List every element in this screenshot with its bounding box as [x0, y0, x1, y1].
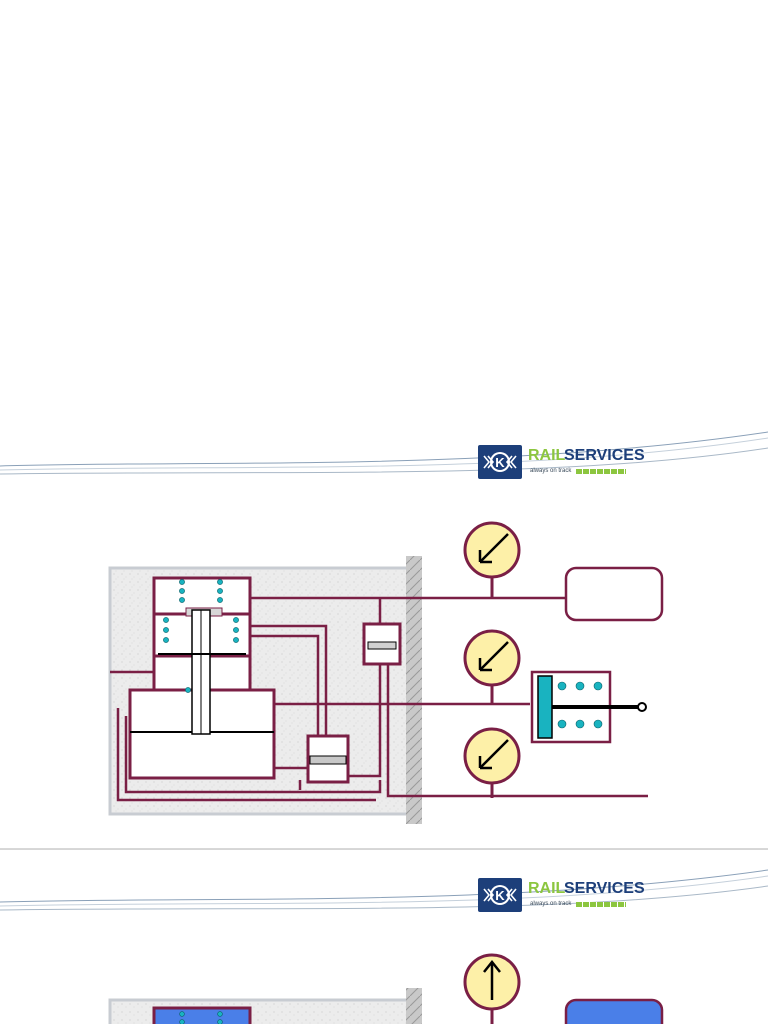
brake-pneumatic-diagram	[108, 521, 664, 824]
slide-2: K RAIL SERVICES always on track	[0, 866, 768, 1024]
brake-pneumatic-diagram-2	[108, 953, 664, 1024]
logo-mark-2: K	[478, 878, 522, 912]
brand-name-part1-2: RAIL	[528, 880, 566, 897]
brake-cylinder	[530, 670, 647, 744]
slide-1: K RAIL SERVICES always on track	[0, 420, 768, 850]
reservoir-empty	[564, 566, 664, 622]
brand-name-part1: RAIL	[528, 447, 566, 464]
reservoir-filled	[564, 998, 664, 1024]
header-swoosh-2	[0, 869, 768, 911]
logo-k-icon-2: K	[483, 885, 517, 905]
svg-text:K: K	[495, 455, 505, 470]
brand-name-part2-2: SERVICES	[564, 880, 645, 897]
brand-name-part2: SERVICES	[564, 447, 645, 464]
slide-footer-bar: 1	[0, 848, 768, 850]
logo-k-icon: K	[483, 452, 517, 472]
mounting-wall	[406, 556, 422, 824]
upper-chamber-filled	[152, 1006, 252, 1024]
brand-tagline: always on track	[530, 468, 572, 474]
brand-tagline-2: always on track	[530, 901, 572, 907]
svg-text:K: K	[495, 888, 505, 903]
tagline-track-bar	[576, 469, 626, 474]
gauge-up	[463, 953, 521, 1024]
brand-logo-2: K RAIL SERVICES always on track	[478, 878, 645, 912]
gauge-1	[463, 521, 521, 598]
logo-mark: K	[478, 445, 522, 479]
header-swoosh	[0, 431, 768, 475]
tagline-track-bar-2	[576, 902, 626, 907]
brand-logo: K RAIL SERVICES always on track	[478, 445, 645, 479]
gauge-3	[463, 727, 521, 798]
gauge-2	[463, 629, 521, 704]
